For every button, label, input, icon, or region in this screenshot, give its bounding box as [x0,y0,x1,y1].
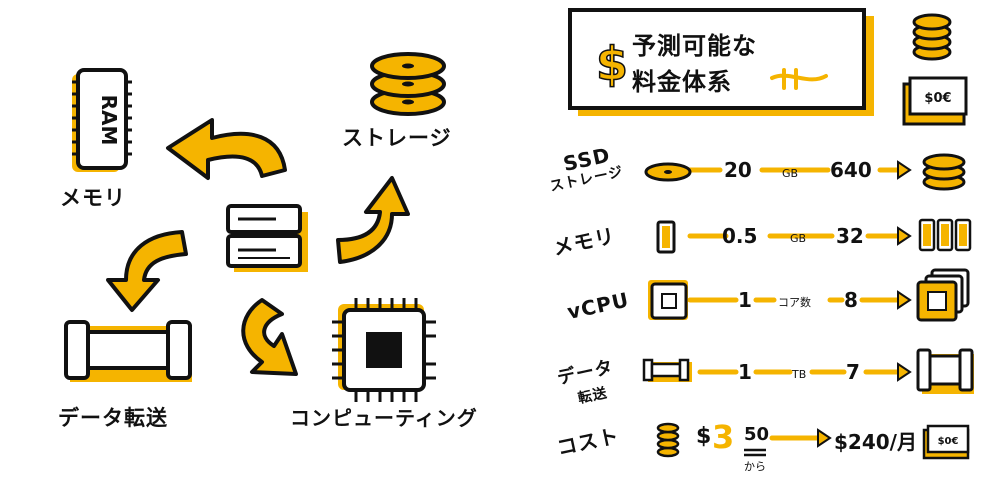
cost-min-dollar: $ [696,424,712,449]
data-transfer-label: データ転送 [58,406,168,430]
memory-large-chips-icon [918,218,972,252]
arrow-to-storage-icon [336,176,410,264]
transfer-max-value: 7 [846,360,860,384]
pricing-title-line2: 料金体系 [632,68,732,96]
transfer-large-pipe-icon [916,348,974,394]
transfer-min-value: 1 [738,360,752,384]
pricing-box: $ [568,8,874,116]
plug-icon [770,68,828,90]
ram-chip-icon: RAM [72,68,132,172]
cost-min-note: から [744,460,766,473]
vcpu-min-value: 1 [738,288,752,312]
arrow-to-compute-icon [241,298,298,376]
row-bars [687,167,901,441]
banknote-icon: $0€ [902,76,968,126]
memory-unit: GB [790,232,807,245]
cpu-chip-icon [332,298,436,402]
ssd-min-value: 20 [724,158,752,182]
coin-stack-icon [912,13,952,61]
memory-max-value: 32 [836,224,864,248]
vcpu-small-chip-icon [648,280,688,320]
cost-max-value: $240/月 [834,430,917,454]
arrow-to-transfer-icon [106,230,188,312]
transfer-small-pipe-icon [642,358,692,382]
vcpu-large-chips-icon [916,268,970,322]
ssd-unit: GB [782,167,799,180]
banknote-text: $0€ [924,91,951,106]
cost-banknote-icon: $0€ [922,424,970,460]
data-pipe-icon [64,320,192,382]
dollar-icon: $ [596,37,628,91]
pricing-title-line1: 予測可能な [632,32,757,60]
cost-banknote-text: $0€ [938,436,959,447]
transfer-unit: TB [792,368,807,381]
memory-min-value: 0.5 [722,224,758,248]
ram-chip-text: RAM [97,95,121,146]
server-icon [226,204,308,272]
cost-min-int: 3 [712,418,735,456]
cost-small-coins-icon [656,422,680,458]
cost-min-cents: 50 [744,424,770,445]
memory-label: メモリ [60,186,126,210]
vcpu-unit: コア数 [778,296,811,309]
ssd-large-disks-icon [922,153,966,191]
compute-label: コンピューティング [290,406,478,430]
row-arrowheads [817,160,912,448]
arrow-to-memory-icon [166,118,287,180]
memory-small-chip-icon [656,220,676,254]
ssd-max-value: 640 [830,158,872,182]
storage-label: ストレージ [342,126,452,150]
ssd-small-disk-icon [644,162,692,182]
vcpu-max-value: 8 [844,288,858,312]
storage-disks-icon [370,52,446,116]
